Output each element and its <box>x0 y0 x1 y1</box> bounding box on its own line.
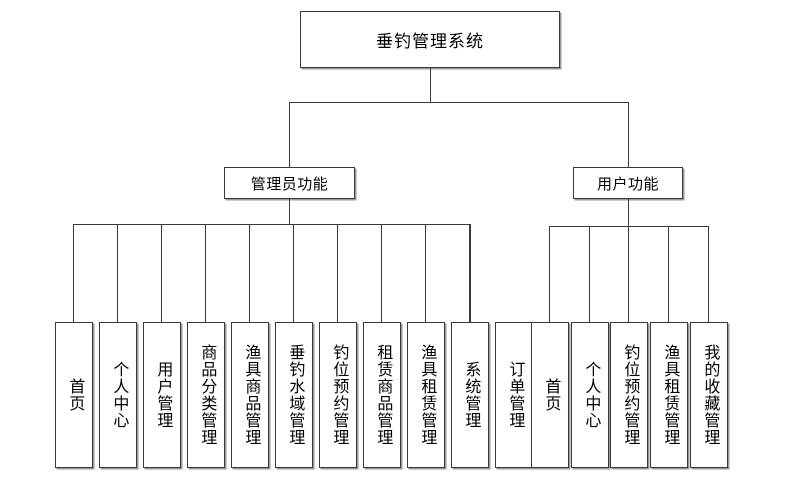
leaf-user-5-label: 我的收藏管理 <box>701 344 719 446</box>
connector-admin-drop-7 <box>337 224 338 322</box>
leaf-admin-3[interactable]: 用户管理 <box>143 322 181 468</box>
leaf-user-3[interactable]: 钓位预约管理 <box>610 322 648 468</box>
connector-admin-drop-4 <box>205 224 206 322</box>
leaf-admin-8[interactable]: 租赁商品管理 <box>363 322 401 468</box>
leaf-admin-1[interactable]: 首页 <box>55 322 93 468</box>
connector-admin-drop-6 <box>293 224 294 322</box>
connector-user-drop-4 <box>668 226 669 322</box>
connector-admin-drop-9 <box>425 224 426 322</box>
connector-user-drop-1 <box>549 226 550 322</box>
connector-admin-drop-8 <box>381 224 382 322</box>
leaf-admin-2[interactable]: 个人中心 <box>99 322 137 468</box>
leaf-admin-7[interactable]: 钓位预约管理 <box>319 322 357 468</box>
connector-user-leaf-bus <box>549 226 709 227</box>
leaf-admin-4-label: 商品分类管理 <box>198 344 216 446</box>
leaf-user-3-label: 钓位预约管理 <box>621 344 639 446</box>
connector-admin-stem <box>289 199 290 224</box>
connector-admin-drop-2 <box>117 224 118 322</box>
connector-admin-leaf-bus <box>73 224 471 225</box>
leaf-admin-9-label: 渔具租赁管理 <box>418 344 436 446</box>
branch-node-user-label: 用户功能 <box>596 175 659 193</box>
connector-bus-to-user <box>628 102 629 167</box>
leaf-admin-4[interactable]: 商品分类管理 <box>187 322 225 468</box>
leaf-admin-6-label: 垂钓水域管理 <box>286 344 304 446</box>
connector-user-drop-2 <box>589 226 590 322</box>
connector-bus-to-admin <box>289 102 290 167</box>
connector-user-stem <box>628 199 629 226</box>
connector-level2-bus <box>289 102 629 103</box>
branch-node-admin-label: 管理员功能 <box>250 175 329 193</box>
leaf-admin-10[interactable]: 系统管理 <box>451 322 489 468</box>
leaf-user-4-label: 渔具租赁管理 <box>661 344 679 446</box>
connector-admin-drop-11 <box>470 224 471 322</box>
leaf-user-1-label: 首页 <box>542 378 560 412</box>
leaf-user-4[interactable]: 渔具租赁管理 <box>650 322 688 468</box>
branch-node-user[interactable]: 用户功能 <box>573 167 683 199</box>
leaf-admin-2-label: 个人中心 <box>110 361 128 429</box>
connector-root-stem <box>430 68 431 102</box>
branch-node-admin[interactable]: 管理员功能 <box>224 167 355 199</box>
leaf-admin-8-label: 租赁商品管理 <box>374 344 392 446</box>
connector-admin-drop-5 <box>249 224 250 322</box>
leaf-admin-7-label: 钓位预约管理 <box>330 344 348 446</box>
leaf-admin-10-label: 系统管理 <box>462 361 480 429</box>
leaf-admin-3-label: 用户管理 <box>154 361 172 429</box>
leaf-admin-11[interactable]: 订单管理 <box>495 322 533 468</box>
connector-admin-drop-10 <box>469 224 470 322</box>
connector-admin-drop-1 <box>73 224 74 322</box>
leaf-user-2-label: 个人中心 <box>582 361 600 429</box>
leaf-admin-6[interactable]: 垂钓水域管理 <box>275 322 313 468</box>
connector-user-drop-3 <box>628 226 629 322</box>
leaf-user-5[interactable]: 我的收藏管理 <box>690 322 728 468</box>
leaf-user-2[interactable]: 个人中心 <box>571 322 609 468</box>
leaf-admin-5[interactable]: 渔具商品管理 <box>231 322 269 468</box>
leaf-admin-11-label: 订单管理 <box>506 361 524 429</box>
leaf-admin-9[interactable]: 渔具租赁管理 <box>407 322 445 468</box>
connector-user-drop-5 <box>708 226 709 322</box>
root-node-system[interactable]: 垂钓管理系统 <box>300 11 560 68</box>
leaf-admin-1-label: 首页 <box>66 378 84 412</box>
root-node-label: 垂钓管理系统 <box>376 32 484 51</box>
leaf-admin-5-label: 渔具商品管理 <box>242 344 260 446</box>
connector-admin-drop-3 <box>161 224 162 322</box>
leaf-user-1[interactable]: 首页 <box>531 322 569 468</box>
